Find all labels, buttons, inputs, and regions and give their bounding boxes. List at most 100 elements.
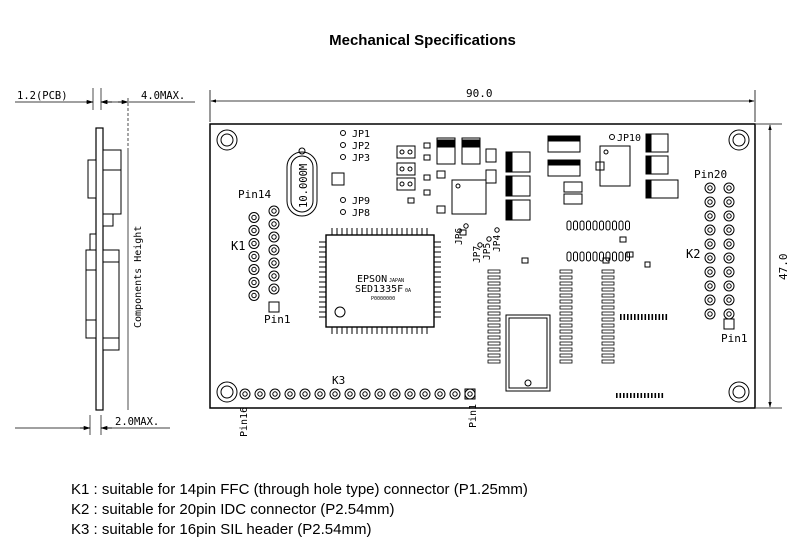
k3-pad-hole (467, 391, 473, 397)
controller-qfp (319, 228, 441, 334)
note-k1: K1 : suitable for 14pin FFC (through hol… (71, 481, 528, 498)
jp8-label: JP8 (352, 208, 370, 219)
ic-pad (601, 335, 615, 340)
ic-right-top (599, 134, 631, 187)
k2-pad-hole (726, 185, 732, 191)
k2-pad-hole (726, 311, 732, 317)
k3-pad-hole (377, 391, 383, 397)
k3-pad-hole (302, 391, 308, 397)
k2-name: K2 (686, 247, 700, 261)
ic-pad (601, 281, 615, 286)
jp9-label: JP9 (352, 196, 370, 207)
k3-pad (254, 388, 266, 400)
fine-pad (633, 393, 636, 398)
sram-pad (559, 359, 573, 364)
smd-part (521, 257, 529, 264)
k2-pad-hole (707, 255, 713, 261)
bottom-height-label: 2.0MAX. (115, 416, 159, 428)
k2-pad (704, 196, 716, 208)
k1-pad-hole (271, 286, 277, 292)
k2-pad-hole (707, 199, 713, 205)
k3-pad (329, 388, 341, 400)
resistor (573, 251, 578, 262)
k1-pad-hole (251, 240, 257, 247)
jp6-label: JP6 (454, 228, 465, 245)
chip-brand-suffix: JAPAN (389, 278, 404, 284)
k1-pad-hole (271, 273, 277, 279)
k2-pad (723, 252, 735, 264)
k2-pad-hole (707, 283, 713, 289)
fine-pad (662, 314, 664, 320)
ic-so-center (436, 170, 487, 215)
side-view (15, 88, 195, 435)
k2-pad (704, 182, 716, 194)
sram-pads (487, 269, 615, 364)
fine-pad (640, 393, 643, 398)
k2-pad (723, 294, 735, 306)
sram-pad (487, 281, 501, 286)
k3-pad-hole (452, 391, 458, 397)
fine-pad (644, 314, 647, 320)
k2-pad-hole (707, 297, 713, 303)
resistor (586, 251, 591, 262)
fine-pad (654, 393, 657, 398)
height-dimension (756, 123, 782, 409)
resistor (605, 220, 611, 231)
resistor (618, 220, 624, 231)
smd-part (644, 261, 651, 268)
k1-pad (268, 257, 280, 269)
sram-pad (559, 347, 573, 352)
smd-parts-center (396, 142, 431, 204)
sram-pad (487, 359, 501, 364)
ic-pad (601, 317, 615, 322)
k1-name: K1 (231, 239, 245, 253)
k3-pad (284, 388, 296, 400)
k1-pad (268, 244, 280, 256)
chip-model: SED1335F (355, 284, 403, 295)
k2-pad (723, 182, 735, 194)
fine-pad (651, 314, 654, 320)
k1-pad-hole (251, 279, 257, 286)
resistor (605, 251, 611, 262)
crystal-oscillator (286, 147, 318, 217)
k2-pad (704, 266, 716, 278)
ic-pad (601, 293, 615, 298)
k2-pad-hole (726, 241, 732, 247)
jumper-cluster-left (331, 130, 346, 215)
fine-pad (641, 314, 643, 320)
k2-pad (723, 238, 735, 250)
k3-pad (269, 388, 281, 400)
ic-pad (601, 305, 615, 310)
k1-pad-hole (271, 247, 277, 253)
page-title: Mechanical Specifications (329, 32, 516, 49)
resistor (592, 220, 598, 231)
k3-pad (374, 388, 386, 400)
fine-pad (637, 393, 639, 398)
sram-tsop (505, 314, 551, 392)
k2-pad (704, 224, 716, 236)
k3-pad-hole (407, 391, 413, 397)
k1-pad-hole (251, 292, 257, 299)
k3-pad (314, 388, 326, 400)
note-k3: K3 : suitable for 16pin SIL header (P2.5… (71, 521, 372, 538)
k3-pad (404, 388, 416, 400)
smd-part (626, 251, 634, 258)
resistor (573, 220, 578, 231)
k1-pad (248, 212, 260, 223)
k1-pad (268, 218, 280, 230)
k2-pad (704, 252, 716, 264)
k1-pad (248, 251, 260, 262)
jp10-label: JP10 (617, 133, 641, 144)
resistor-array (521, 220, 651, 268)
sram-pad (559, 329, 573, 334)
sram-pad (487, 329, 501, 334)
k3-pad-hole (257, 391, 263, 397)
jp4-label: JP4 (492, 235, 503, 252)
resistor (592, 251, 598, 262)
sram-pad (487, 269, 501, 274)
k2-pad (723, 196, 735, 208)
k3-pad (419, 388, 431, 400)
sram-pad (559, 353, 573, 358)
connector-notes: K1 : suitable for 14pin FFC (through hol… (71, 480, 528, 540)
ic-pad (601, 275, 615, 280)
